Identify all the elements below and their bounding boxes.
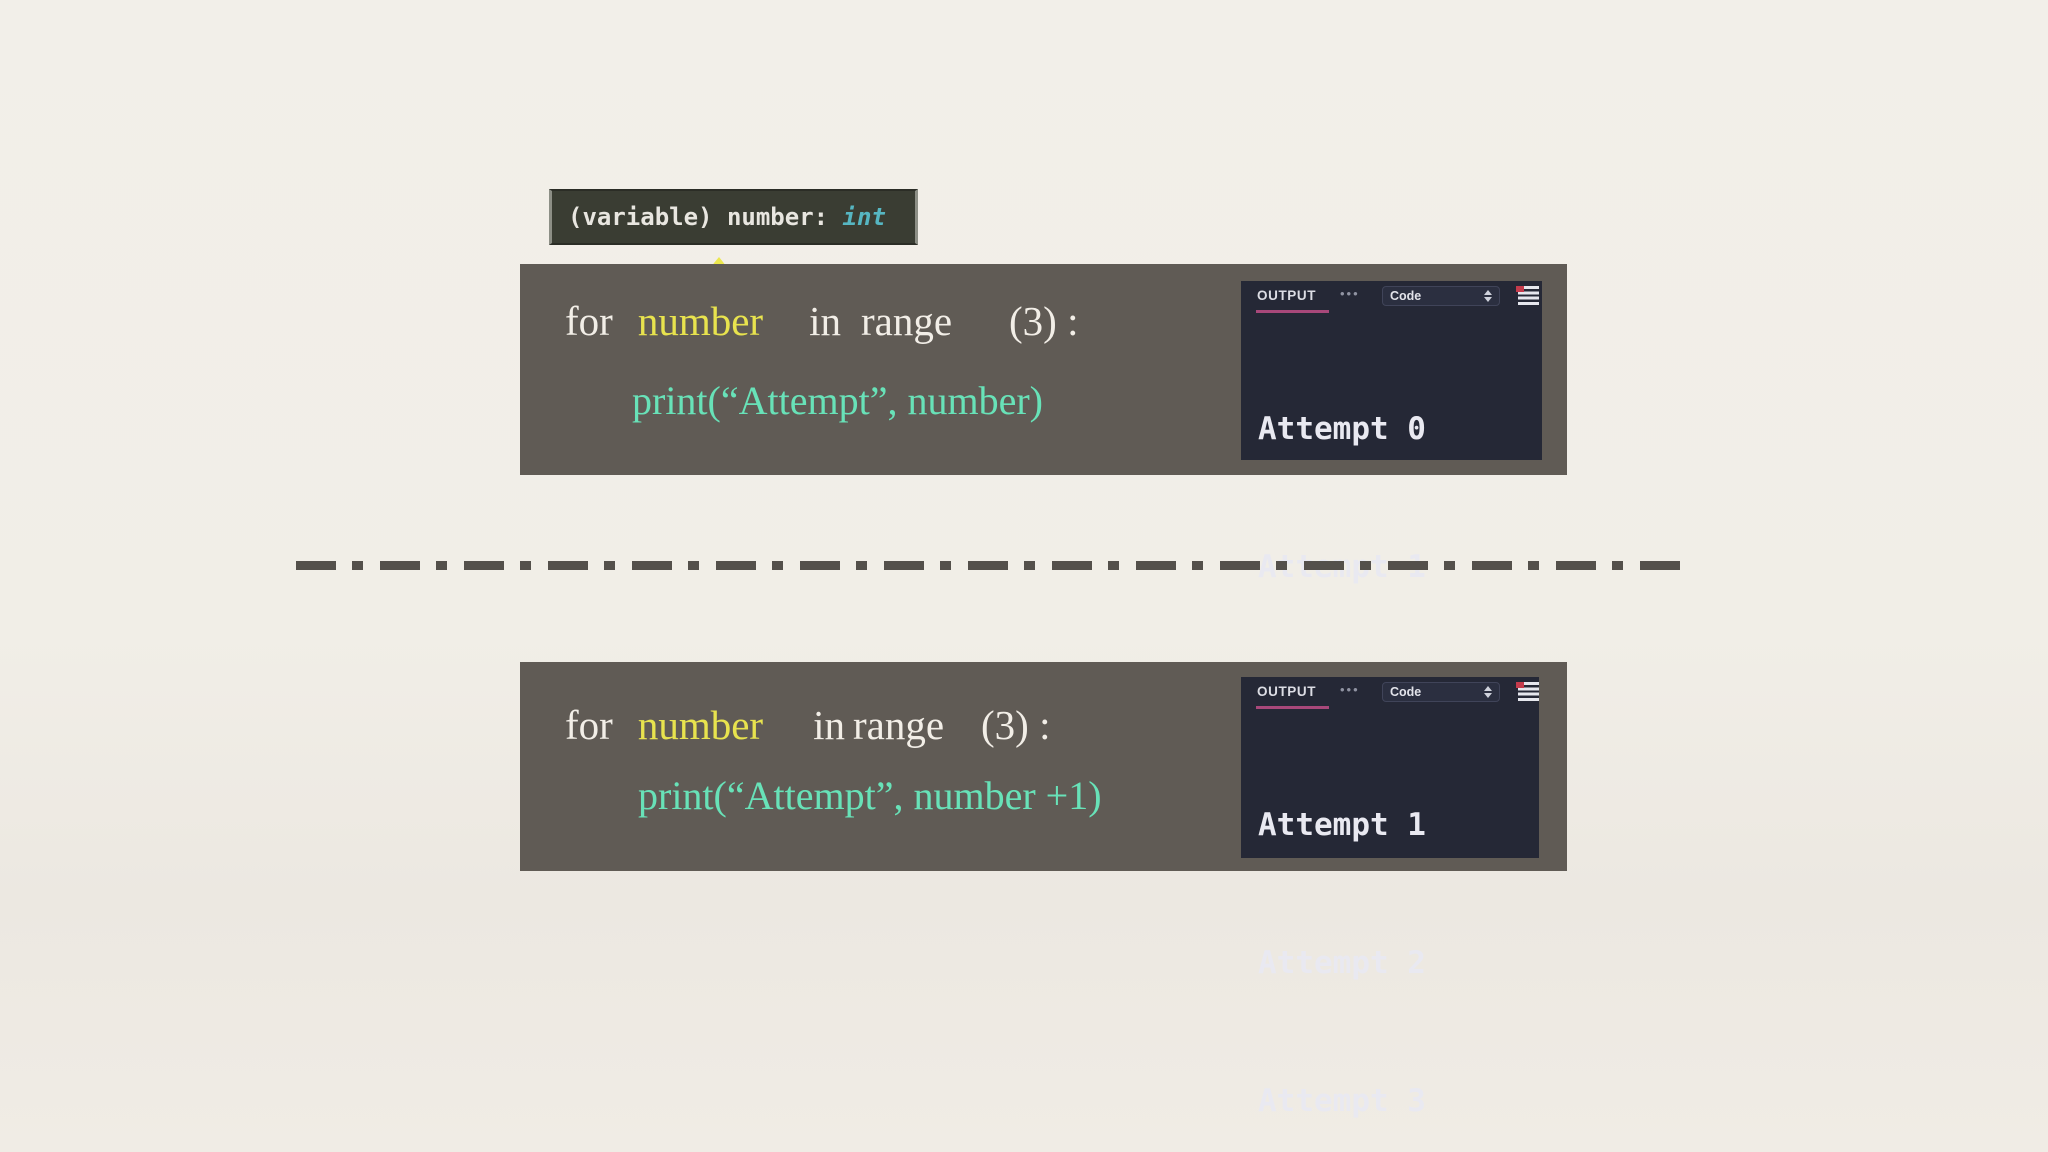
range-args: (3) : [981,702,1051,748]
output-tab-label[interactable]: OUTPUT [1257,288,1317,303]
triangle-up [1484,290,1492,295]
triangle-down [1484,297,1492,302]
output-line: Attempt 3 [1258,1083,1426,1119]
triangle-down [1484,693,1492,698]
more-actions-button[interactable]: ••• [1340,682,1360,697]
panel-menu-icon[interactable] [1516,682,1539,701]
variable-number: number [637,702,764,748]
keyword-in: in [809,298,841,344]
keyword-for: for [565,702,613,748]
keyword-in: in [813,702,845,748]
output-tab-underline [1256,706,1329,709]
output-line: Attempt 0 [1258,411,1426,447]
output-panel-1: OUTPUT ••• Code Attempt 0 Attempt 1 Atte… [1241,281,1542,723]
print-statement: print(“Attempt”, number +1) [638,773,1102,818]
red-badge [1516,682,1524,688]
panel-menu-icon[interactable] [1516,286,1539,305]
channel-dropdown[interactable]: Code [1382,682,1500,702]
more-actions-button[interactable]: ••• [1340,286,1360,301]
red-badge [1516,286,1524,292]
triangle-up [1484,686,1492,691]
dashed-divider [296,561,1694,570]
variable-number: number [637,298,764,344]
output-tab-label[interactable]: OUTPUT [1257,684,1317,699]
updown-arrows-icon [1484,686,1492,698]
range-args: (3) : [1009,298,1079,344]
output-tab-underline [1256,310,1329,313]
tooltip-label: (variable) number: [568,203,843,231]
tooltip-type-name: int [842,203,886,231]
channel-dropdown-label: Code [1390,685,1422,699]
channel-dropdown[interactable]: Code [1382,286,1500,306]
output-line: Attempt 1 [1258,807,1426,843]
function-range: range [860,298,953,344]
channel-dropdown-label: Code [1390,289,1422,303]
output-panel-2: OUTPUT ••• Code Attempt 1 Attempt 2 Atte… [1241,677,1539,1119]
output-lines: Attempt 1 Attempt 2 Attempt 3 [1258,710,1426,1152]
print-statement: print(“Attempt”, number) [632,378,1043,423]
type-hint-tooltip: (variable) number: int [549,189,918,245]
keyword-for: for [565,298,613,344]
function-range: range [852,702,945,748]
updown-arrows-icon [1484,290,1492,302]
output-line: Attempt 2 [1258,945,1426,981]
